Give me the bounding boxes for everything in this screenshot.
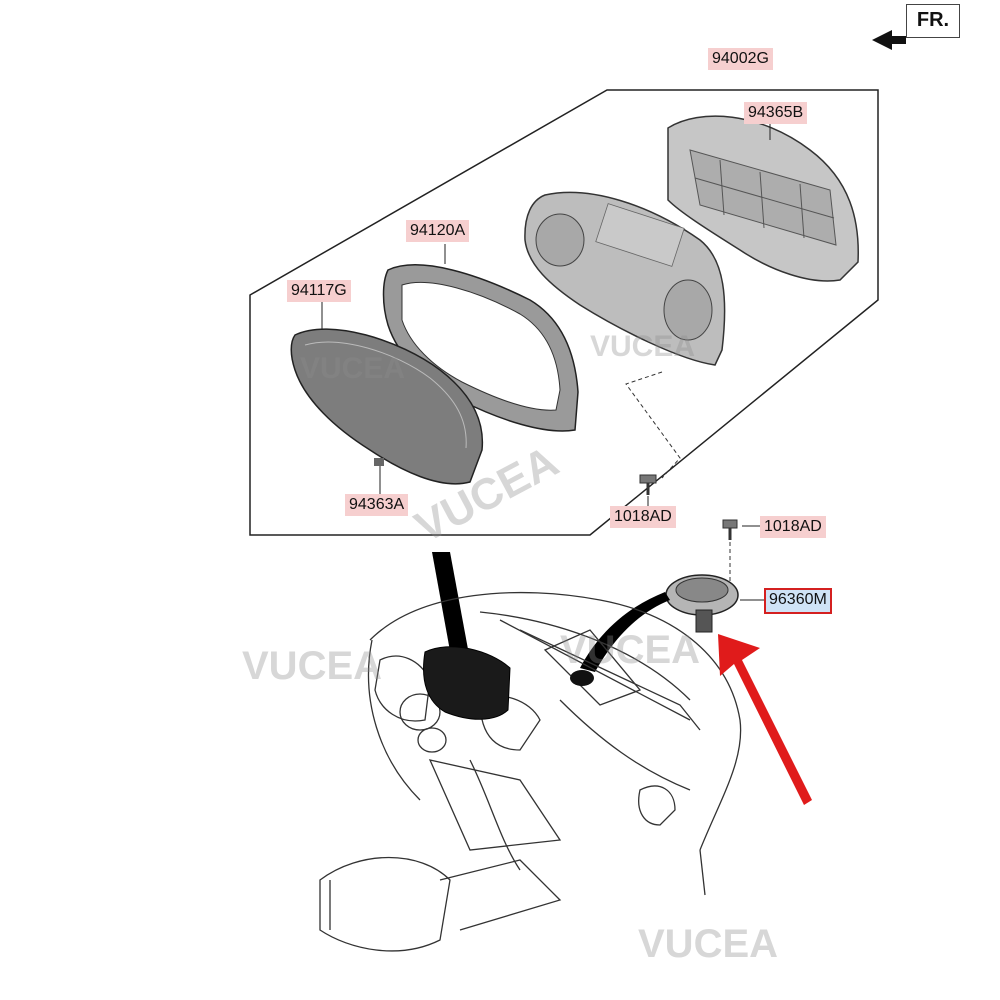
cluster-board [524, 191, 726, 366]
part-label-94363A: 94363A [345, 494, 409, 516]
dash-speaker [570, 670, 594, 686]
speaker-pointer [580, 592, 670, 672]
part-label-94117G: 94117G [287, 280, 351, 302]
dash-cluster [423, 646, 511, 720]
cluster-glass [290, 328, 484, 485]
part-label-1018AD-a: 1018AD [610, 506, 676, 528]
red-arrow [718, 634, 812, 805]
dashboard-illustration [319, 591, 742, 952]
screw-1 [639, 474, 657, 495]
part-label-96360M: 96360M [764, 588, 832, 614]
front-arrow-icon [872, 30, 906, 50]
back-housing [667, 115, 859, 282]
part-label-94002G: 94002G [708, 48, 773, 70]
part-label-94120A: 94120A [406, 220, 470, 242]
speaker-part [665, 574, 739, 633]
assembly-outline [249, 89, 879, 536]
clip-part [374, 458, 384, 466]
cluster-pointer [432, 552, 470, 662]
front-indicator: FR. [906, 4, 960, 38]
part-label-1018AD-b: 1018AD [760, 516, 826, 538]
screw-1-dash [625, 371, 681, 479]
part-label-94365B: 94365B [744, 102, 808, 124]
screw-2 [722, 519, 738, 540]
cluster-frame [382, 264, 579, 432]
